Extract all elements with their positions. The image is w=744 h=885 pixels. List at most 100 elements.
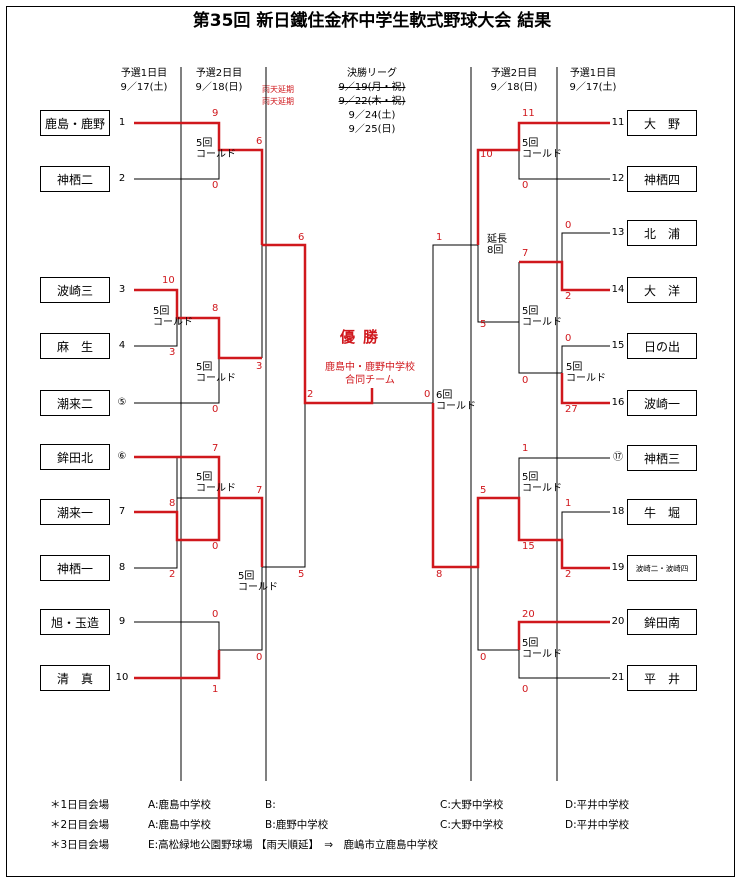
game-score: 0 [522, 375, 529, 386]
game-score: 0 [212, 404, 219, 415]
winner-path [134, 121, 264, 245]
team-box: 鉾田南 [627, 609, 697, 635]
game-note-line: コールド [436, 401, 476, 412]
bracket-line [477, 498, 519, 651]
winner-path [134, 650, 221, 680]
bracket-line [561, 511, 610, 540]
game-note-line: 5回 [522, 138, 539, 149]
game-note: 5回コールド [153, 306, 193, 328]
page-title: 第35回 新日鐵住金杯中学生軟式野球大会 結果 [192, 11, 552, 31]
venue-d: D:平井中学校 [565, 819, 630, 831]
seed-number: 18 [611, 506, 625, 517]
venue-e: E:高松緑地公園野球場 【雨天順延】 ⇒ 鹿嶋市立鹿島中学校 [148, 839, 439, 851]
game-score: 2 [307, 389, 314, 400]
seed-number: 14 [611, 284, 625, 295]
winner-path [431, 403, 610, 570]
team-box: 神栖二 [40, 166, 110, 192]
game-score: 8 [169, 498, 176, 509]
game-score: 3 [169, 347, 176, 358]
game-score: 7 [212, 443, 219, 454]
bracket-line [518, 150, 610, 180]
game-note-line: 5回 [196, 138, 213, 149]
seed-number: 12 [611, 173, 625, 184]
seed-number: 4 [118, 340, 126, 351]
header-label: 予選1日目 [120, 68, 168, 79]
bracket-line [134, 540, 178, 569]
game-score: 27 [565, 404, 578, 415]
seed-number: 16 [611, 397, 625, 408]
black-lines [134, 67, 610, 781]
game-score: 0 [424, 389, 431, 400]
game-note: 5回コールド [196, 138, 236, 160]
team-box: 平 井 [627, 665, 697, 691]
header-left-day1: 予選1日目 9／17(土) [108, 67, 180, 95]
winner-path [519, 260, 610, 292]
seed-number: ⑤ [117, 397, 127, 408]
bracket-line [477, 245, 520, 323]
seed-number: 1 [118, 117, 126, 128]
winner-path [134, 498, 221, 542]
seed-number: ⑥ [117, 451, 127, 462]
game-score: 0 [522, 180, 529, 191]
game-score: 6 [298, 232, 305, 243]
team-box: 旭・玉造 [40, 609, 110, 635]
game-note: 5回コールド [522, 138, 562, 160]
winner-path [134, 288, 262, 360]
game-note-line: コールド [196, 373, 236, 384]
venue-b: B:鹿野中学校 [265, 819, 329, 831]
team-box: 大 野 [627, 110, 697, 136]
game-note: 5回コールド [522, 472, 562, 494]
seed-number: 13 [611, 227, 625, 238]
game-score: 0 [522, 684, 529, 695]
game-score: 1 [212, 684, 219, 695]
seed-number: 9 [118, 616, 126, 627]
winner-path [476, 121, 610, 245]
bracket-line [219, 567, 263, 651]
seed-number: 2 [118, 173, 126, 184]
game-note: 5回コールド [522, 638, 562, 660]
game-score: 1 [436, 232, 443, 243]
seed-number: 19 [611, 562, 625, 573]
seed-number: 20 [611, 616, 625, 627]
game-score: 10 [162, 275, 175, 286]
team-box: 波崎二・波崎四 [627, 555, 697, 581]
venue-a: A:鹿島中学校 [148, 819, 212, 831]
team-box: 波崎三 [40, 277, 110, 303]
game-note-line: コールド [196, 149, 236, 160]
bracket-line [518, 650, 610, 679]
game-score: 11 [522, 108, 535, 119]
game-note-line: 8回 [487, 245, 504, 256]
team-box: 牛 堀 [627, 499, 697, 525]
bracket-line [561, 232, 610, 262]
game-note-line: コールド [522, 317, 562, 328]
team-box: 日の出 [627, 333, 697, 359]
seed-number: 11 [611, 117, 625, 128]
bracket-line [261, 244, 306, 403]
rain-delay-note: 雨天延期 [262, 97, 294, 106]
seed-number: ⑰ [613, 452, 623, 463]
game-note: 5回コールド [196, 472, 236, 494]
game-note: 5回コールド [566, 362, 606, 384]
game-score: 7 [522, 248, 529, 259]
game-note: 6回コールド [436, 390, 476, 412]
venue-d: D:平井中学校 [565, 799, 630, 811]
bracket-line [262, 403, 306, 568]
game-note: 5回コールド [522, 306, 562, 328]
game-score: 20 [522, 609, 535, 620]
game-score: 8 [436, 569, 443, 580]
seed-number: 15 [611, 340, 625, 351]
champion-title: 優勝 [340, 328, 387, 346]
game-score: 5 [480, 319, 487, 330]
footer-label: ＊2日目会場 [50, 819, 110, 831]
seed-number: 21 [611, 672, 625, 683]
bracket-line [134, 358, 220, 404]
winner-path [560, 373, 610, 405]
game-score: 9 [212, 108, 219, 119]
seed-number: 10 [115, 672, 129, 683]
venue-c: C:大野中学校 [440, 819, 504, 831]
game-note: 5回コールド [238, 571, 278, 593]
game-score: 8 [212, 303, 219, 314]
game-score: 6 [256, 136, 263, 147]
header-left-day2: 予選2日目 9／18(日) [183, 67, 255, 95]
header-date: 9／18(日) [195, 82, 243, 93]
